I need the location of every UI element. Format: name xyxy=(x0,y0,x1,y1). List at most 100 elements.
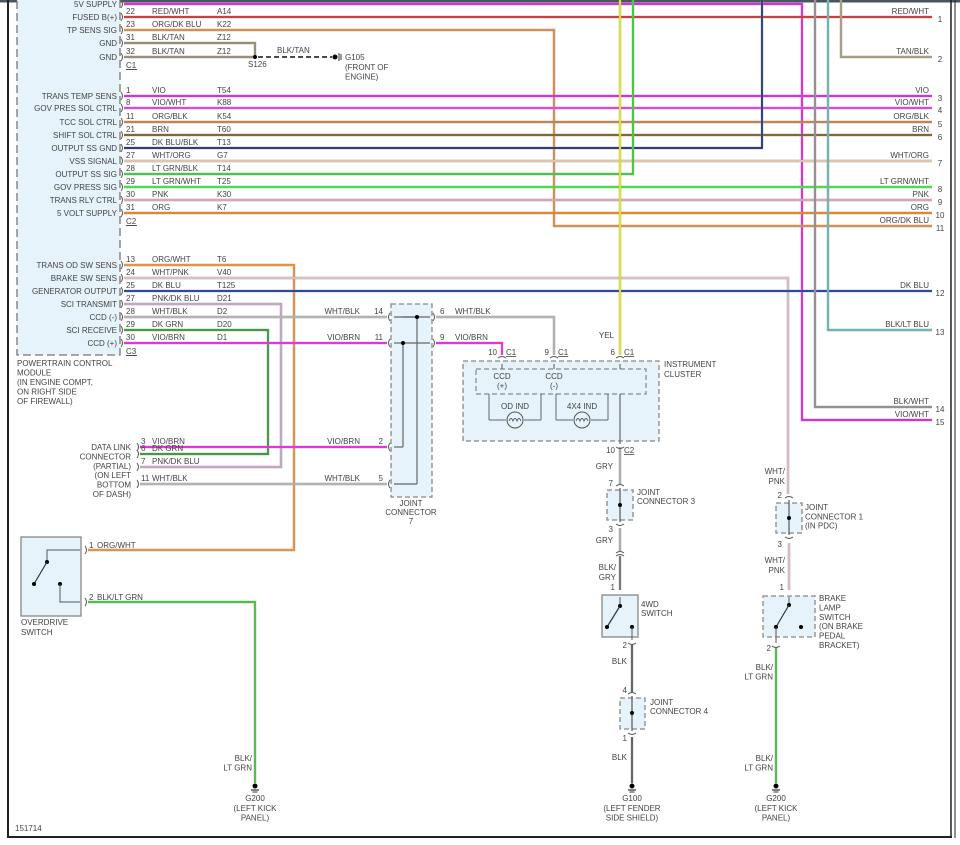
terminal-wire-color: LT GRN/WHT xyxy=(880,177,929,186)
terminal-number: 7 xyxy=(938,159,943,168)
wire-color-label: DK BLU xyxy=(152,281,181,290)
connector-pin-icon xyxy=(120,12,123,22)
circuit-id: T6 xyxy=(217,255,227,264)
terminal-wire-color: VIO/WHT xyxy=(895,410,929,419)
cluster-pin-function: (+) xyxy=(497,382,507,391)
ground-id: G200 xyxy=(766,794,786,803)
cluster-ccd-module xyxy=(475,368,647,395)
cluster-pin-function: CCD xyxy=(493,372,511,381)
terminal-number: 1 xyxy=(938,15,943,24)
pcm-pin-function: FUSED B(+) xyxy=(72,13,117,22)
pcm-pin-function: TCC SOL CTRL xyxy=(60,118,118,127)
connector-pin-icon xyxy=(136,449,139,459)
connector-pin-icon xyxy=(84,597,87,607)
connector-pin-icon xyxy=(120,0,123,9)
wire xyxy=(436,316,555,355)
pin-number: 6 xyxy=(440,307,445,316)
pcm-pin-number: 21 xyxy=(126,125,135,134)
joint-connector-4-title: JOINT xyxy=(650,698,673,707)
pcm-pin-number: 23 xyxy=(126,20,135,29)
wire-color-label: RED/WHT xyxy=(152,7,189,16)
pin-number: 3 xyxy=(778,540,783,549)
wire xyxy=(124,41,257,57)
connector-pin-icon xyxy=(627,692,637,695)
pcm-pin-function: OUTPUT SS SIG xyxy=(55,170,117,179)
circuit-id: T60 xyxy=(217,125,231,134)
pin-number: 2 xyxy=(89,593,94,602)
pcm-pin-number: 29 xyxy=(126,320,135,329)
pcm-pin-function: 5V SUPPLY xyxy=(74,0,118,9)
brake-lamp-switch-title: (ON BRAKE xyxy=(819,622,863,631)
connector-pin-icon xyxy=(120,182,123,192)
connector-pin-icon xyxy=(120,299,123,309)
circuit-id: D2 xyxy=(217,307,228,316)
wire-color-label: BLK/ xyxy=(756,663,774,672)
pcm-pin-function: GND xyxy=(99,39,117,48)
pin-number: 7 xyxy=(609,479,614,488)
terminal-wire-color: VIO/WHT xyxy=(895,98,929,107)
pcm-pin-function: VSS SIGNAL xyxy=(69,157,117,166)
dlc-title: DATA LINK xyxy=(91,443,131,452)
connector-pin-icon xyxy=(120,52,123,62)
brake-lamp-switch-box xyxy=(762,595,816,638)
connector-pin-icon xyxy=(784,496,794,499)
ground-location: (LEFT FENDER xyxy=(603,804,660,813)
pin-number: 10 xyxy=(488,348,497,357)
terminal-number: 13 xyxy=(936,328,945,337)
dlc-title: (ON LEFT xyxy=(95,471,132,480)
junction-dot xyxy=(605,625,609,629)
pcm-pin-function: BRAKE SW SENS xyxy=(51,274,117,283)
wire xyxy=(827,0,932,331)
pin-number: 1 xyxy=(89,541,94,550)
terminal-wire-color: RED/WHT xyxy=(892,7,929,16)
pcm-pin-function: 5 VOLT SUPPLY xyxy=(57,209,118,218)
connector-pin-icon xyxy=(497,356,507,359)
switch-contact-icon xyxy=(606,605,621,628)
ground-location: (LEFT KICK xyxy=(234,804,278,813)
circuit-id: Z12 xyxy=(217,33,231,42)
pcm-pin-number: 30 xyxy=(126,333,135,342)
wire xyxy=(436,342,503,355)
connector-pin-icon xyxy=(549,356,559,359)
connector-pin-icon xyxy=(771,645,781,648)
pcm-pin-number: 31 xyxy=(126,203,135,212)
pin-number: 9 xyxy=(545,348,550,357)
joint-connector-7-title: 7 xyxy=(409,517,414,526)
connector-pin-icon xyxy=(615,484,625,487)
connector-pin-icon xyxy=(120,260,123,270)
circuit-id: A14 xyxy=(217,7,232,16)
pin-number: 11 xyxy=(141,474,150,483)
wire xyxy=(814,0,932,408)
connector-pin-icon xyxy=(120,195,123,205)
wire-color-label: YEL xyxy=(599,331,615,340)
connector-pin-icon xyxy=(136,479,139,489)
indicator-lamp-icon xyxy=(573,411,591,429)
connector-pin-icon xyxy=(784,536,794,539)
joint-connector-7-title: JOINT xyxy=(399,499,422,508)
circuit-id: G7 xyxy=(217,151,228,160)
wire-color-label: ORG/WHT xyxy=(97,541,136,550)
wire-color-label: VIO xyxy=(152,86,166,95)
wire-color-label: VIO/BRN xyxy=(327,333,360,342)
connector-pin-icon xyxy=(120,117,123,127)
terminal-number: 10 xyxy=(936,211,945,220)
wire-color-label: WHT/BLK xyxy=(324,307,360,316)
pcm-pin-function: CCD (+) xyxy=(87,339,117,348)
wire xyxy=(124,0,634,175)
wire-color-label: ORG xyxy=(152,203,170,212)
wire-color-label: DK GRN xyxy=(152,320,183,329)
wire-color-label: WHT/BLK xyxy=(152,307,188,316)
connector-pin-icon xyxy=(615,446,625,449)
connector-pin-icon xyxy=(120,143,123,153)
connector-pin-icon xyxy=(615,356,625,359)
wire-color-label: DK BLU/BLK xyxy=(152,138,199,147)
overdrive-switch-title: SWITCH xyxy=(21,628,53,637)
wire-color-label: BLK/TAN xyxy=(152,47,185,56)
connector-pin-icon xyxy=(432,312,435,322)
circuit-id: D21 xyxy=(217,294,232,303)
pin-number: 1 xyxy=(623,734,628,743)
connector-pin-icon xyxy=(120,286,123,296)
pcm-pin-number: 32 xyxy=(126,47,135,56)
terminal-wire-color: ORG xyxy=(911,203,929,212)
